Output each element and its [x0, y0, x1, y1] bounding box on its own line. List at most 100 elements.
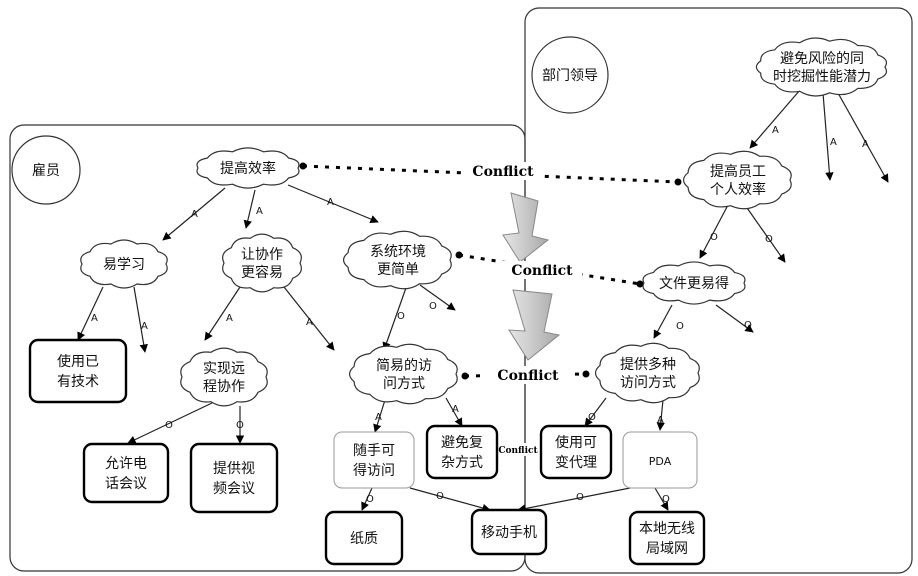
- svg-text:O: O: [662, 494, 670, 505]
- leader-label: 部门领导: [542, 68, 598, 84]
- svg-text:O: O: [744, 320, 752, 331]
- leaf-label: 本地无线: [639, 521, 695, 537]
- conflict-label-2: Conflict: [511, 263, 573, 279]
- svg-text:A: A: [256, 206, 263, 217]
- svg-text:A: A: [452, 404, 459, 415]
- goal-node-raise-efficiency: 提高效率: [196, 147, 300, 189]
- goal-label: 实现远: [203, 361, 245, 377]
- leaf-label: 频会议: [213, 481, 255, 497]
- conflict-label-bg: [487, 366, 569, 384]
- svg-text:A: A: [226, 313, 233, 324]
- conflict-label-bg: [462, 162, 544, 180]
- leaf-label: 提供视: [213, 461, 255, 477]
- svg-text:A: A: [306, 317, 313, 328]
- svg-text:O: O: [710, 232, 718, 243]
- goal-node-file-easy: 文件更易得: [642, 261, 746, 305]
- svg-text:A: A: [191, 209, 198, 220]
- conflict-label-3: Conflict: [497, 368, 559, 384]
- goal-label: 避免风险的同: [780, 51, 864, 67]
- svg-text:O: O: [165, 420, 173, 431]
- leaf-node-pda: PDA: [622, 431, 698, 489]
- conflict-label-bg: [502, 261, 582, 279]
- leaf-label: PDA: [649, 455, 672, 468]
- leaf-label: 移动手机: [481, 525, 537, 541]
- edges: A A A A A A A O O O O A A O O: [77, 184, 491, 513]
- leaf-node-paper: 纸质: [324, 510, 404, 566]
- conflict-label-4: Conflict: [498, 446, 538, 456]
- svg-text:O: O: [765, 234, 773, 245]
- leaf-label: 纸质: [350, 531, 378, 547]
- svg-text:O: O: [676, 321, 684, 332]
- edges-leader: A A A O O O O O A O O: [517, 89, 889, 513]
- goal-node-easy-learn: 易学习: [80, 239, 168, 289]
- employee-label: 雇员: [32, 162, 60, 179]
- goal-label: 让协作: [241, 247, 283, 263]
- svg-text:O: O: [397, 311, 405, 322]
- conflict-dot: [674, 178, 682, 186]
- goal-label: 个人效率: [710, 181, 766, 198]
- goal-label: 文件更易得: [659, 275, 729, 292]
- svg-text:A: A: [91, 313, 98, 324]
- conflict-dot: [461, 372, 469, 380]
- goal-label: 系统环境: [370, 244, 426, 260]
- leaf-label: 得访问: [353, 462, 395, 479]
- goal-label: 时挖掘性能潜力: [773, 69, 871, 85]
- grey-arrow-upper: [502, 192, 550, 263]
- goal-label: 易学习: [103, 257, 145, 273]
- conflict-dot: [582, 370, 590, 378]
- grey-arrow-lower: [508, 289, 561, 361]
- svg-text:O: O: [429, 301, 437, 312]
- svg-text:O: O: [236, 420, 244, 431]
- conflict-dot: [455, 251, 463, 259]
- svg-text:O: O: [576, 492, 584, 503]
- svg-text:A: A: [141, 321, 148, 332]
- goal-label: 问方式: [383, 376, 425, 392]
- conflict-label-bg: [498, 443, 538, 456]
- leader-region: [524, 7, 913, 574]
- leaf-label: 有技术: [57, 374, 99, 390]
- svg-text:A: A: [772, 125, 779, 136]
- goal-label: 提高员工: [710, 163, 766, 180]
- goal-label: 程协作: [203, 379, 245, 395]
- leaf-label: 局域网: [646, 541, 688, 557]
- leaf-label: 随手可: [353, 443, 395, 459]
- conflict-dot: [299, 162, 307, 170]
- svg-text:A: A: [375, 412, 382, 423]
- leaf-label: 避免复: [441, 434, 483, 451]
- svg-text:A: A: [862, 139, 869, 150]
- svg-text:O: O: [366, 494, 374, 505]
- svg-text:O: O: [436, 491, 444, 502]
- goal-label: 提供多种: [620, 356, 676, 373]
- leaf-label: 话会议: [105, 476, 147, 492]
- leaf-label: 使用已: [57, 353, 99, 370]
- leaf-node-mobile: 移动手机: [470, 508, 548, 556]
- conflict-label-1: Conflict: [472, 164, 534, 180]
- conflict-dot: [636, 280, 644, 288]
- leaf-label: 杂方式: [441, 455, 483, 471]
- leaf-label: 变代理: [555, 455, 597, 471]
- goal-label: 提高效率: [220, 160, 276, 177]
- goal-label: 访问方式: [620, 375, 676, 391]
- svg-text:A: A: [327, 197, 334, 208]
- svg-text:O: O: [588, 412, 596, 423]
- leaf-label: 使用可: [555, 434, 597, 451]
- goal-label: 更容易: [241, 264, 283, 281]
- employee-circle: [11, 135, 81, 205]
- leader-circle: [531, 36, 609, 114]
- goal-label: 简易的访: [376, 357, 432, 374]
- svg-text:A: A: [657, 415, 664, 426]
